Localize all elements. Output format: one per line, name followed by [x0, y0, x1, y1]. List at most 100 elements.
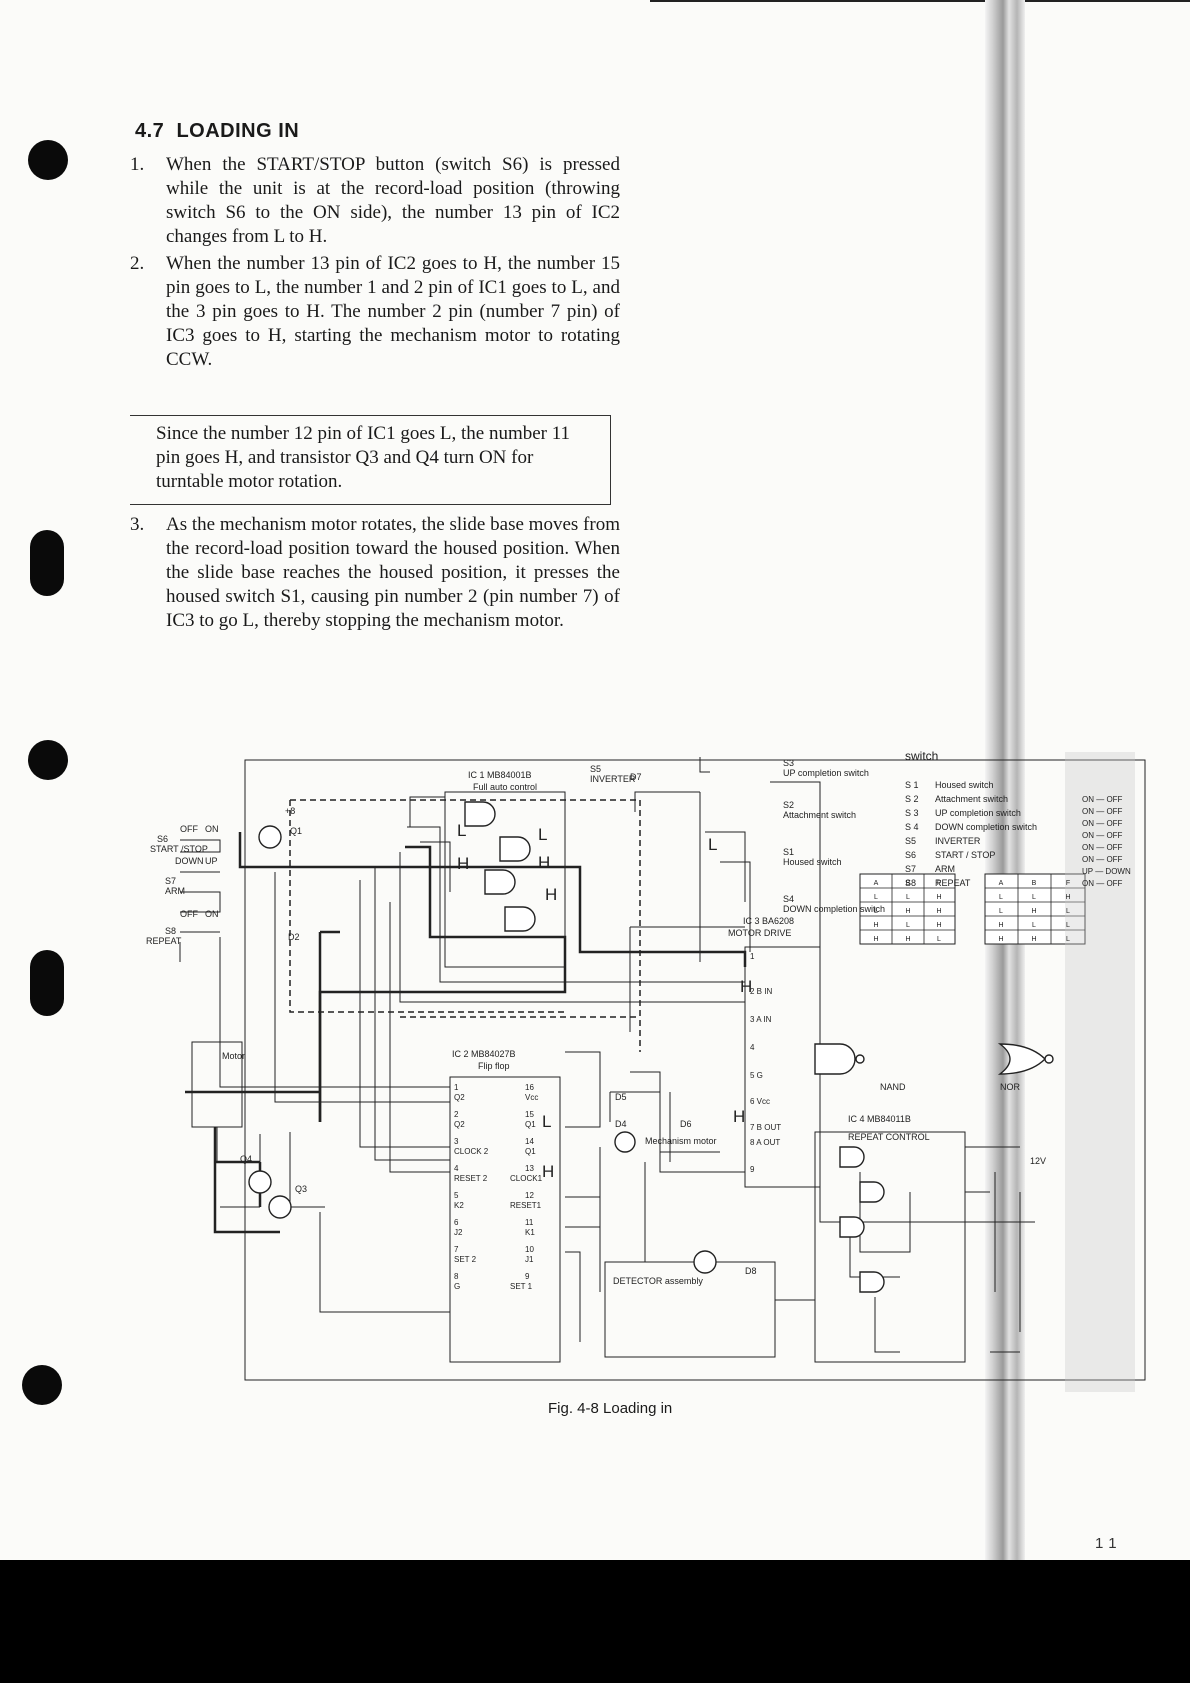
sw-table-id: S 2	[905, 794, 919, 804]
step-2: 2. When the number 13 pin of IC2 goes to…	[130, 252, 620, 372]
s4-label: DOWN completion switch	[783, 904, 885, 914]
loading-in-schematic: IC 1 MB84001B Full auto control IC 2 MB8…	[146, 749, 1146, 1392]
nand-table-cell: L	[874, 908, 878, 915]
sw-table-state: ON — OFF	[1082, 879, 1123, 888]
ic2-pin: RESET 2	[454, 1174, 488, 1183]
sw-table-state: UP — DOWN	[1082, 867, 1131, 876]
ic2-pin: 8	[454, 1272, 459, 1281]
nand-table-cell: H	[905, 908, 910, 915]
ic2-pin: 7	[454, 1245, 459, 1254]
nor-table-cell: H	[1065, 894, 1070, 901]
nand-table-cell: H	[873, 936, 878, 943]
step-number: 2.	[130, 253, 145, 274]
ic3-pin: 2 B IN	[750, 987, 772, 996]
logic-level: H	[538, 853, 550, 872]
sw-table-name: DOWN completion switch	[935, 822, 1037, 832]
note-box-text: Since the number 12 pin of IC1 goes L, t…	[156, 423, 571, 492]
ic3-desc: MOTOR DRIVE	[728, 928, 791, 938]
ic2-pin: 6	[454, 1218, 459, 1227]
ic2-pin: 16	[525, 1083, 534, 1092]
s7-label: ARM	[165, 886, 185, 896]
logic-level: L	[542, 1112, 551, 1131]
step-text: When the START/STOP button (switch S6) i…	[166, 154, 620, 247]
ic2-pin: 15	[525, 1110, 534, 1119]
sw-table-state: ON — OFF	[1082, 843, 1123, 852]
logic-level: H	[740, 977, 752, 996]
ic2-pin: 11	[525, 1218, 534, 1227]
ic2-pin: SET 2	[454, 1255, 477, 1264]
logic-level: H	[542, 1162, 554, 1181]
logic-level: H	[733, 1107, 745, 1126]
binding-spine	[985, 0, 1025, 1560]
sw-table-state: ON — OFF	[1082, 795, 1123, 804]
nor-table-cell: L	[999, 894, 1003, 901]
d2-label: D2	[288, 932, 300, 942]
nand-table-cell: L	[906, 922, 910, 929]
sw-table-name: REPEAT	[935, 878, 971, 888]
s5-label: S5	[590, 764, 601, 774]
s8-on: ON	[205, 909, 219, 919]
s6-label: START /STOP	[150, 844, 208, 854]
nor-table-cell: L	[1066, 936, 1070, 943]
ic2-pin: K2	[454, 1201, 464, 1210]
scan-border	[0, 1560, 1190, 1683]
logic-level: L	[538, 825, 547, 844]
ic2-pin: 1	[454, 1083, 459, 1092]
ic2-pin: Vcc	[525, 1093, 538, 1102]
ic2-pin: Q1	[525, 1147, 536, 1156]
punch-hole	[30, 950, 64, 1016]
nor-table-cell: H	[998, 936, 1003, 943]
s6-id: S6	[157, 834, 168, 844]
note-box-frame	[130, 415, 611, 505]
logic-level: H	[545, 885, 557, 904]
step-1: 1. When the START/STOP button (switch S6…	[130, 153, 620, 249]
ic2-pin: 12	[525, 1191, 534, 1200]
d4-label: D4	[615, 1119, 627, 1129]
ic2-pin: CLOCK 2	[454, 1147, 489, 1156]
d5-label: D5	[615, 1092, 627, 1102]
logic-level: L	[708, 835, 717, 854]
switch-header: switch	[905, 749, 938, 763]
step-text: When the number 13 pin of IC2 goes to H,…	[166, 253, 620, 370]
nand-table-cell: H	[936, 922, 941, 929]
figure-caption: Fig. 4-8 Loading in	[548, 1400, 673, 1417]
sw-table-name: START / STOP	[935, 850, 995, 860]
section-number: 4.7	[135, 120, 165, 142]
nand-label: NAND	[880, 1082, 906, 1092]
sw-table-id: S8	[905, 878, 916, 888]
step-text: As the mechanism motor rotates, the slid…	[166, 514, 620, 631]
d6-label: D6	[680, 1119, 692, 1129]
ic2-pin: J1	[525, 1255, 534, 1264]
sw-table-state: ON — OFF	[1082, 855, 1123, 864]
ic3-pin: 7 B OUT	[750, 1123, 781, 1132]
sw-table-state: ON — OFF	[1082, 819, 1123, 828]
ic2-pin: 14	[525, 1137, 534, 1146]
ic2-pin: Q2	[454, 1120, 465, 1129]
punch-hole	[22, 1365, 62, 1405]
s1-id: S1	[783, 847, 794, 857]
sw-table-id: S7	[905, 864, 916, 874]
nor-table-cell: L	[999, 908, 1003, 915]
nand-table-cell: H	[873, 922, 878, 929]
page-number: 11	[1095, 1535, 1123, 1552]
step-number: 3.	[130, 514, 145, 535]
s7-id: S7	[165, 876, 176, 886]
ic3-pin: 8 A OUT	[750, 1138, 780, 1147]
s2-id: S2	[783, 800, 794, 810]
section-title: LOADING IN	[176, 120, 300, 142]
sw-table-name: Housed switch	[935, 780, 994, 790]
s3-label: UP completion switch	[783, 768, 869, 778]
s8-id: S8	[165, 926, 176, 936]
nand-table-cell: L	[906, 894, 910, 901]
sw-table-id: S 4	[905, 822, 919, 832]
nor-table-cell: H	[998, 922, 1003, 929]
punch-hole	[28, 140, 68, 180]
detector-label: DETECTOR assembly	[613, 1276, 703, 1286]
s3-id: S3	[783, 758, 794, 768]
nand-table-cell: H	[905, 936, 910, 943]
inverter-label: INVERTER	[590, 774, 636, 784]
s6-off: OFF	[180, 824, 198, 834]
ic2-pin: 3	[454, 1137, 459, 1146]
sw-table-state: ON — OFF	[1082, 807, 1123, 816]
q4-label: Q4	[240, 1154, 252, 1164]
